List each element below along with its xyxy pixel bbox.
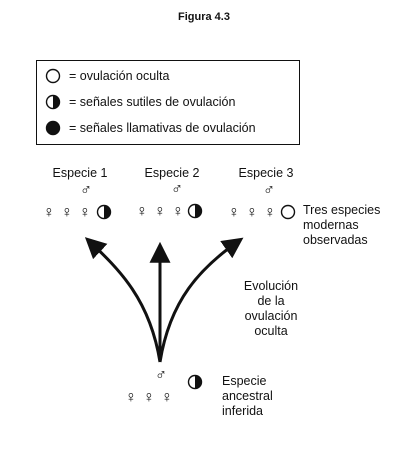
- female-icon: ♀: [125, 389, 137, 406]
- legend-label: = ovulación oculta: [69, 69, 170, 83]
- female-icon: ♀: [264, 204, 276, 221]
- female-icon: ♀: [43, 204, 55, 221]
- caption-line: ovulación: [244, 309, 298, 323]
- species-1-label: Especie 1: [52, 166, 108, 180]
- female-icon: ♀: [61, 204, 73, 221]
- caption-line: de la: [257, 294, 285, 308]
- legend-item-subtle: = señales sutiles de ovulación: [37, 92, 235, 112]
- empty-circle-icon: [45, 68, 61, 84]
- modern-species-caption: Tres especies modernas observadas: [303, 203, 380, 248]
- female-icon: ♀: [79, 204, 91, 221]
- caption-line: oculta: [254, 324, 288, 338]
- female-icon: ♀: [246, 204, 258, 221]
- species-2-label: Especie 2: [144, 166, 200, 180]
- legend-item-conspicuous: = señales llamativas de ovulación: [37, 118, 256, 138]
- figure-title: Figura 4.3: [178, 11, 230, 23]
- caption-line: ancestral: [222, 389, 273, 403]
- female-icon: ♀: [136, 203, 148, 220]
- species-3-label: Especie 3: [238, 166, 294, 180]
- arrow-to-species-1: [84, 237, 162, 363]
- caption-line: modernas: [303, 218, 359, 232]
- legend-box: = ovulación oculta = señales sutiles de …: [36, 60, 300, 145]
- legend-label: = señales sutiles de ovulación: [69, 95, 236, 109]
- female-icon: ♀: [143, 389, 155, 406]
- female-icon: ♀: [154, 203, 166, 220]
- caption-line: observadas: [303, 233, 368, 247]
- female-icon: ♀: [172, 203, 184, 220]
- ancestral-caption: Especie ancestral inferida: [222, 374, 273, 419]
- caption-line: inferida: [222, 404, 263, 418]
- ancestral-ovulation-icon: [187, 374, 203, 390]
- male-icon: ♂: [263, 182, 275, 199]
- caption-line: Especie: [222, 374, 267, 388]
- half-circle-icon: [45, 94, 61, 110]
- legend-label: = señales llamativas de ovulación: [69, 121, 256, 135]
- female-icon: ♀: [161, 389, 173, 406]
- species-3-ovulation-icon: [280, 204, 296, 220]
- male-icon: ♂: [171, 181, 183, 198]
- arrow-to-species-3: [158, 237, 244, 363]
- caption-line: Evolución: [243, 279, 299, 293]
- evolution-caption: Evolución de la ovulación oculta: [226, 279, 316, 339]
- species-2-ovulation-icon: [187, 203, 203, 219]
- filled-circle-icon: [45, 120, 61, 136]
- male-icon: ♂: [155, 367, 167, 384]
- caption-line: Tres especies: [303, 203, 381, 217]
- legend-item-concealed: = ovulación oculta: [37, 66, 169, 86]
- species-1-ovulation-icon: [96, 204, 112, 220]
- female-icon: ♀: [228, 204, 240, 221]
- male-icon: ♂: [80, 182, 92, 199]
